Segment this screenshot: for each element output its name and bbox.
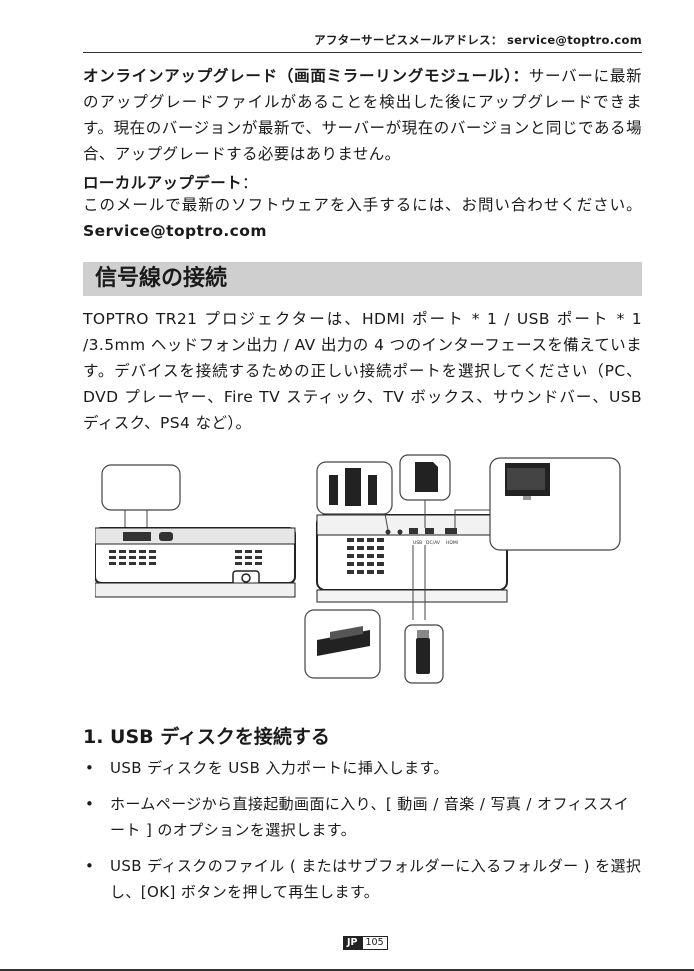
local-update-colon: ： — [242, 174, 258, 192]
local-update-body: このメールで最新のソフトウェアを入手するには、お問い合わせください。 — [83, 196, 642, 214]
port-label-dcav: DC/AV — [426, 540, 441, 546]
usb-section-title: 1. USB ディスクを接続する — [83, 726, 330, 748]
list-item: USB ディスクを USB 入力ポートに挿入します。 — [83, 755, 642, 781]
port-label-usb: USB — [413, 540, 422, 546]
online-upgrade-body: サーバーに最新のアップグレードファイルがあることを検出した後にアップグレードでき… — [83, 67, 642, 163]
bottom-divider — [0, 969, 694, 971]
page-footer: JP 105 — [343, 936, 388, 950]
callout-box-empty — [101, 464, 181, 511]
tv-box-callout — [304, 609, 381, 679]
page-header: アフターサービスメールアドレス： service@toptro.com — [83, 30, 642, 53]
local-update-heading: ローカルアップデート： — [83, 170, 642, 196]
usb-steps-list: USB ディスクを USB 入力ポートに挿入します。 ホームページから直接起動画… — [83, 755, 642, 915]
list-item: ホームページから直接起動画面に入り、[ 動画 / 音楽 / 写真 / オフィスス… — [83, 791, 642, 843]
list-item: USB ディスクのファイル ( またはサブフォルダーに入るフォルダー ) を選択… — [83, 853, 642, 905]
usb-stick-callout — [404, 624, 444, 684]
connection-diagram: USB DC/AV HDMI — [95, 454, 621, 684]
section-title: 信号線の接続 — [95, 266, 228, 291]
projector-front-view — [95, 464, 296, 598]
connection-description: TOPTRO TR21 プロジェクターは、HDMI ポート * 1 / USB … — [83, 310, 642, 432]
online-upgrade-title: オンラインアップグレード（画面ミラーリングモジュール）： — [83, 67, 529, 85]
language-badge: JP — [343, 936, 362, 950]
local-update-paragraph: このメールで最新のソフトウェアを入手するには、お問い合わせください。 Servic… — [83, 192, 642, 244]
projector-rear-view: USB DC/AV HDMI — [316, 514, 508, 603]
sd-card-callout — [399, 454, 451, 528]
online-upgrade-paragraph: オンラインアップグレード（画面ミラーリングモジュール）：サーバーに最新のアップグ… — [83, 63, 642, 167]
port-label-hdmi: HDMI — [446, 540, 458, 546]
local-update-title: ローカルアップデート — [83, 174, 243, 192]
section-header-bar: 信号線の接続 — [83, 262, 642, 296]
support-email: Service@toptro.com — [83, 222, 267, 240]
monitor-callout — [454, 457, 621, 551]
soundbar-callout — [316, 461, 393, 531]
page-number: 105 — [361, 936, 388, 950]
